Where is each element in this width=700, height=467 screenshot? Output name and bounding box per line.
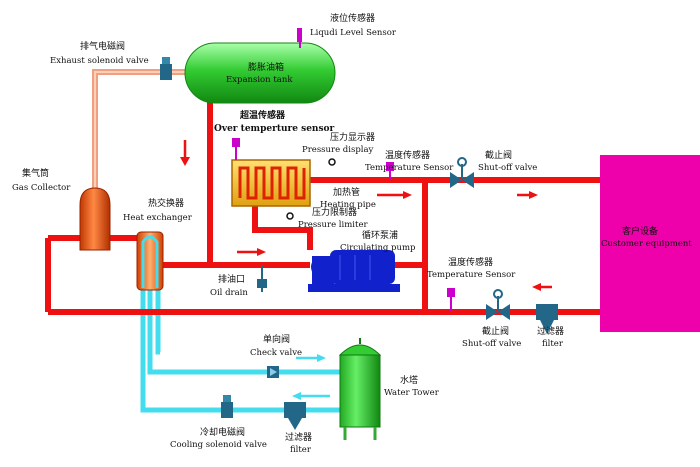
heating-pipe-label-en: Heating pipe: [320, 200, 376, 210]
shutoff-top-label-cn: 截止阀: [485, 149, 512, 161]
exhaust-solenoid-valve-icon: [160, 57, 172, 80]
heat-exchanger: [136, 231, 164, 291]
exhaust-valve-label-cn: 排气电磁阀: [80, 40, 125, 52]
over-temp-label-cn: 超温传感器: [239, 109, 286, 121]
pressure-limiter-icon: [286, 212, 294, 220]
gas-collector: [79, 187, 111, 251]
check-valve-label-en: Check valve: [250, 348, 302, 358]
expansion-tank: 膨胀油箱 Expansion tank: [184, 42, 336, 104]
pump-label-cn: 循环泵浦: [362, 229, 398, 241]
over-temp-label-en: Over temperture sensor: [214, 124, 335, 134]
liquid-level-label-cn: 液位传感器: [330, 12, 375, 24]
expansion-tank-label-cn: 膨胀油箱: [248, 61, 284, 73]
oil-drain-label-en: Oil drain: [210, 288, 248, 298]
temp-sensor-bottom-label-cn: 温度传感器: [448, 256, 493, 268]
exhaust-valve-label-en: Exhaust solenoid valve: [50, 56, 149, 66]
shutoff-top-label-en: Shut-off valve: [478, 163, 537, 173]
pressure-display-label-cn: 压力显示器: [330, 131, 375, 143]
check-valve-label-cn: 单向阀: [263, 333, 290, 345]
exhaust-pipe: [92, 69, 195, 195]
liquid-level-sensor-icon: [297, 28, 302, 48]
filter-right-label-en: filter: [542, 339, 564, 349]
temp-sensor-top-label-en: Temperature Sensor: [365, 163, 454, 173]
shutoff-valve-bottom-icon: [486, 289, 510, 320]
check-valve-icon: [267, 366, 279, 378]
expansion-tank-label-en: Expansion tank: [226, 75, 293, 85]
shutoff-valve-top-icon: [450, 157, 474, 188]
oil-drain-valve-icon: [257, 265, 267, 292]
gas-collector-label-cn: 集气筒: [22, 167, 49, 179]
water-tower: [338, 338, 382, 440]
over-temp-sensor-icon: [232, 138, 240, 160]
temp-sensor-top-icon: [386, 162, 394, 180]
temp-sensor-top-label-cn: 温度传感器: [385, 149, 430, 161]
circulating-pump: [308, 250, 400, 292]
flow-arrows-oil: [180, 140, 552, 291]
filter-bottom-label-cn: 过滤器: [285, 431, 312, 443]
water-tower-label-en: Water Tower: [384, 388, 440, 398]
heating-pipe-label-cn: 加热管: [333, 186, 360, 198]
gas-collector-label-en: Gas Collector: [12, 183, 71, 193]
exhaust-pipe-inner: [94, 71, 195, 195]
pressure-limiter-label-cn: 压力限制器: [312, 206, 357, 218]
heating-pipe-unit: [231, 159, 311, 207]
pressure-display-icon: [328, 158, 336, 166]
filter-bottom-label-en: filter: [290, 445, 312, 455]
flow-arrows-water: [292, 354, 330, 400]
pressure-display-label-en: Pressure display: [302, 145, 374, 155]
cooling-solenoid-valve-icon: [221, 395, 233, 418]
filter-bottom-icon: [284, 402, 306, 430]
temp-sensor-bottom-label-en: Temperature Sensor: [427, 270, 516, 280]
shutoff-bottom-label-cn: 截止阀: [482, 325, 509, 337]
filter-right-label-cn: 过滤器: [537, 325, 564, 337]
water-tower-label-cn: 水塔: [400, 374, 418, 386]
filter-right-icon: [536, 304, 558, 334]
liquid-level-label-en: Liqudi Level Sensor: [310, 28, 397, 38]
customer-label-en: Customer equipment: [601, 239, 692, 249]
customer-label-cn: 客户设备: [622, 225, 658, 237]
heat-exchanger-label-cn: 热交换器: [148, 197, 184, 209]
heat-exchanger-label-en: Heat exchanger: [123, 213, 193, 223]
oil-drain-label-cn: 排油口: [218, 273, 245, 285]
cooling-valve-label-cn: 冷却电磁阀: [200, 426, 245, 438]
pressure-limiter-label-en: Pressure limiter: [298, 220, 368, 230]
customer-equipment: [600, 155, 700, 332]
shutoff-bottom-label-en: Shut-off valve: [462, 339, 521, 349]
pump-label-en: Circulating pump: [340, 243, 416, 253]
temp-sensor-bottom-icon: [447, 288, 455, 312]
cooling-valve-label-en: Cooling solenoid valve: [170, 440, 267, 450]
